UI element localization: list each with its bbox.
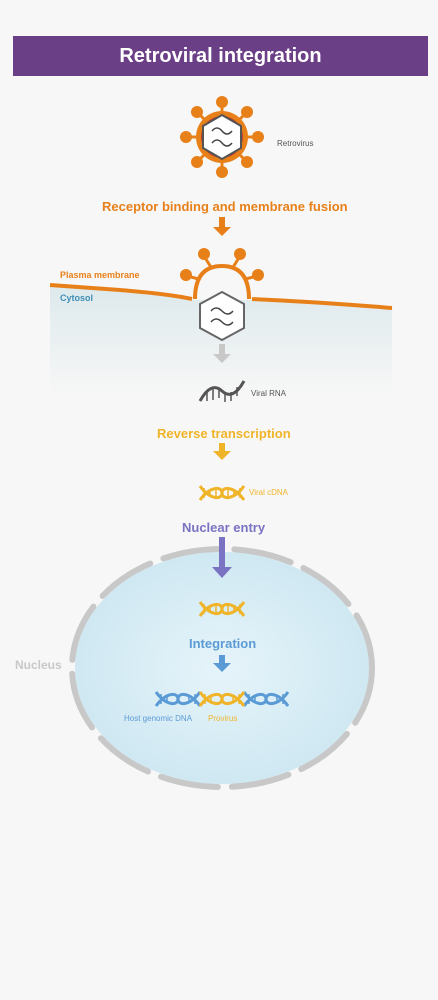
step-receptor-binding: Receptor binding and membrane fusion bbox=[102, 199, 348, 214]
provirus-label: Provirus bbox=[208, 714, 238, 723]
nucleus-label: Nucleus bbox=[15, 658, 62, 672]
arrow-down-icon bbox=[213, 443, 231, 460]
viral-rna-label: Viral RNA bbox=[251, 389, 286, 398]
arrow-down-icon bbox=[213, 655, 231, 672]
membrane-virus-icon bbox=[180, 248, 264, 300]
viral-rna-icon bbox=[198, 380, 246, 402]
retrovirus-label: Retrovirus bbox=[277, 139, 314, 148]
retrovirus-icon bbox=[180, 96, 264, 178]
page-title: Retroviral integration bbox=[13, 36, 428, 76]
step-nuclear-entry: Nuclear entry bbox=[182, 520, 266, 535]
cytosol-label: Cytosol bbox=[60, 293, 94, 303]
arrow-down-icon bbox=[213, 344, 231, 363]
step-integration: Integration bbox=[189, 636, 257, 651]
plasma-membrane-label: Plasma membrane bbox=[60, 270, 140, 280]
plasma-membrane bbox=[49, 283, 393, 310]
host-genomic-dna-label: Host genomic DNA bbox=[124, 714, 193, 723]
arrow-down-icon bbox=[212, 537, 232, 578]
capsid-icon bbox=[199, 290, 245, 342]
step-reverse-transcription: Reverse transcription bbox=[157, 426, 291, 441]
viral-cdna-icon bbox=[198, 485, 246, 501]
dna-icon bbox=[198, 601, 246, 617]
host-dna-icon bbox=[154, 691, 290, 707]
viral-cdna-label: Viral cDNA bbox=[249, 488, 288, 497]
arrow-down-icon bbox=[213, 217, 231, 236]
